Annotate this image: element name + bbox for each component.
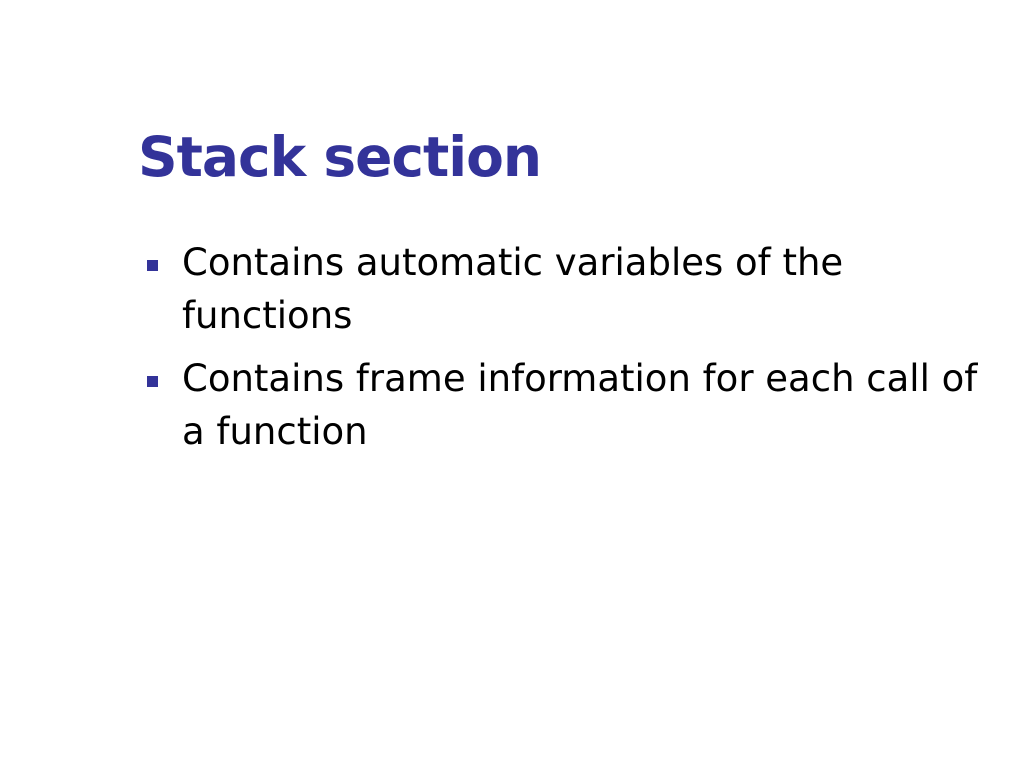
bullet-list: Contains automatic variables of the func… (142, 236, 1002, 468)
bullet-text: Contains automatic variables of the func… (182, 241, 844, 337)
slide-title: Stack section (138, 125, 542, 189)
square-bullet-icon (147, 376, 158, 387)
bullet-item: Contains frame information for each call… (142, 352, 1002, 458)
bullet-text: Contains frame information for each call… (182, 357, 978, 453)
bullet-item: Contains automatic variables of the func… (142, 236, 1002, 342)
square-bullet-icon (147, 260, 158, 271)
